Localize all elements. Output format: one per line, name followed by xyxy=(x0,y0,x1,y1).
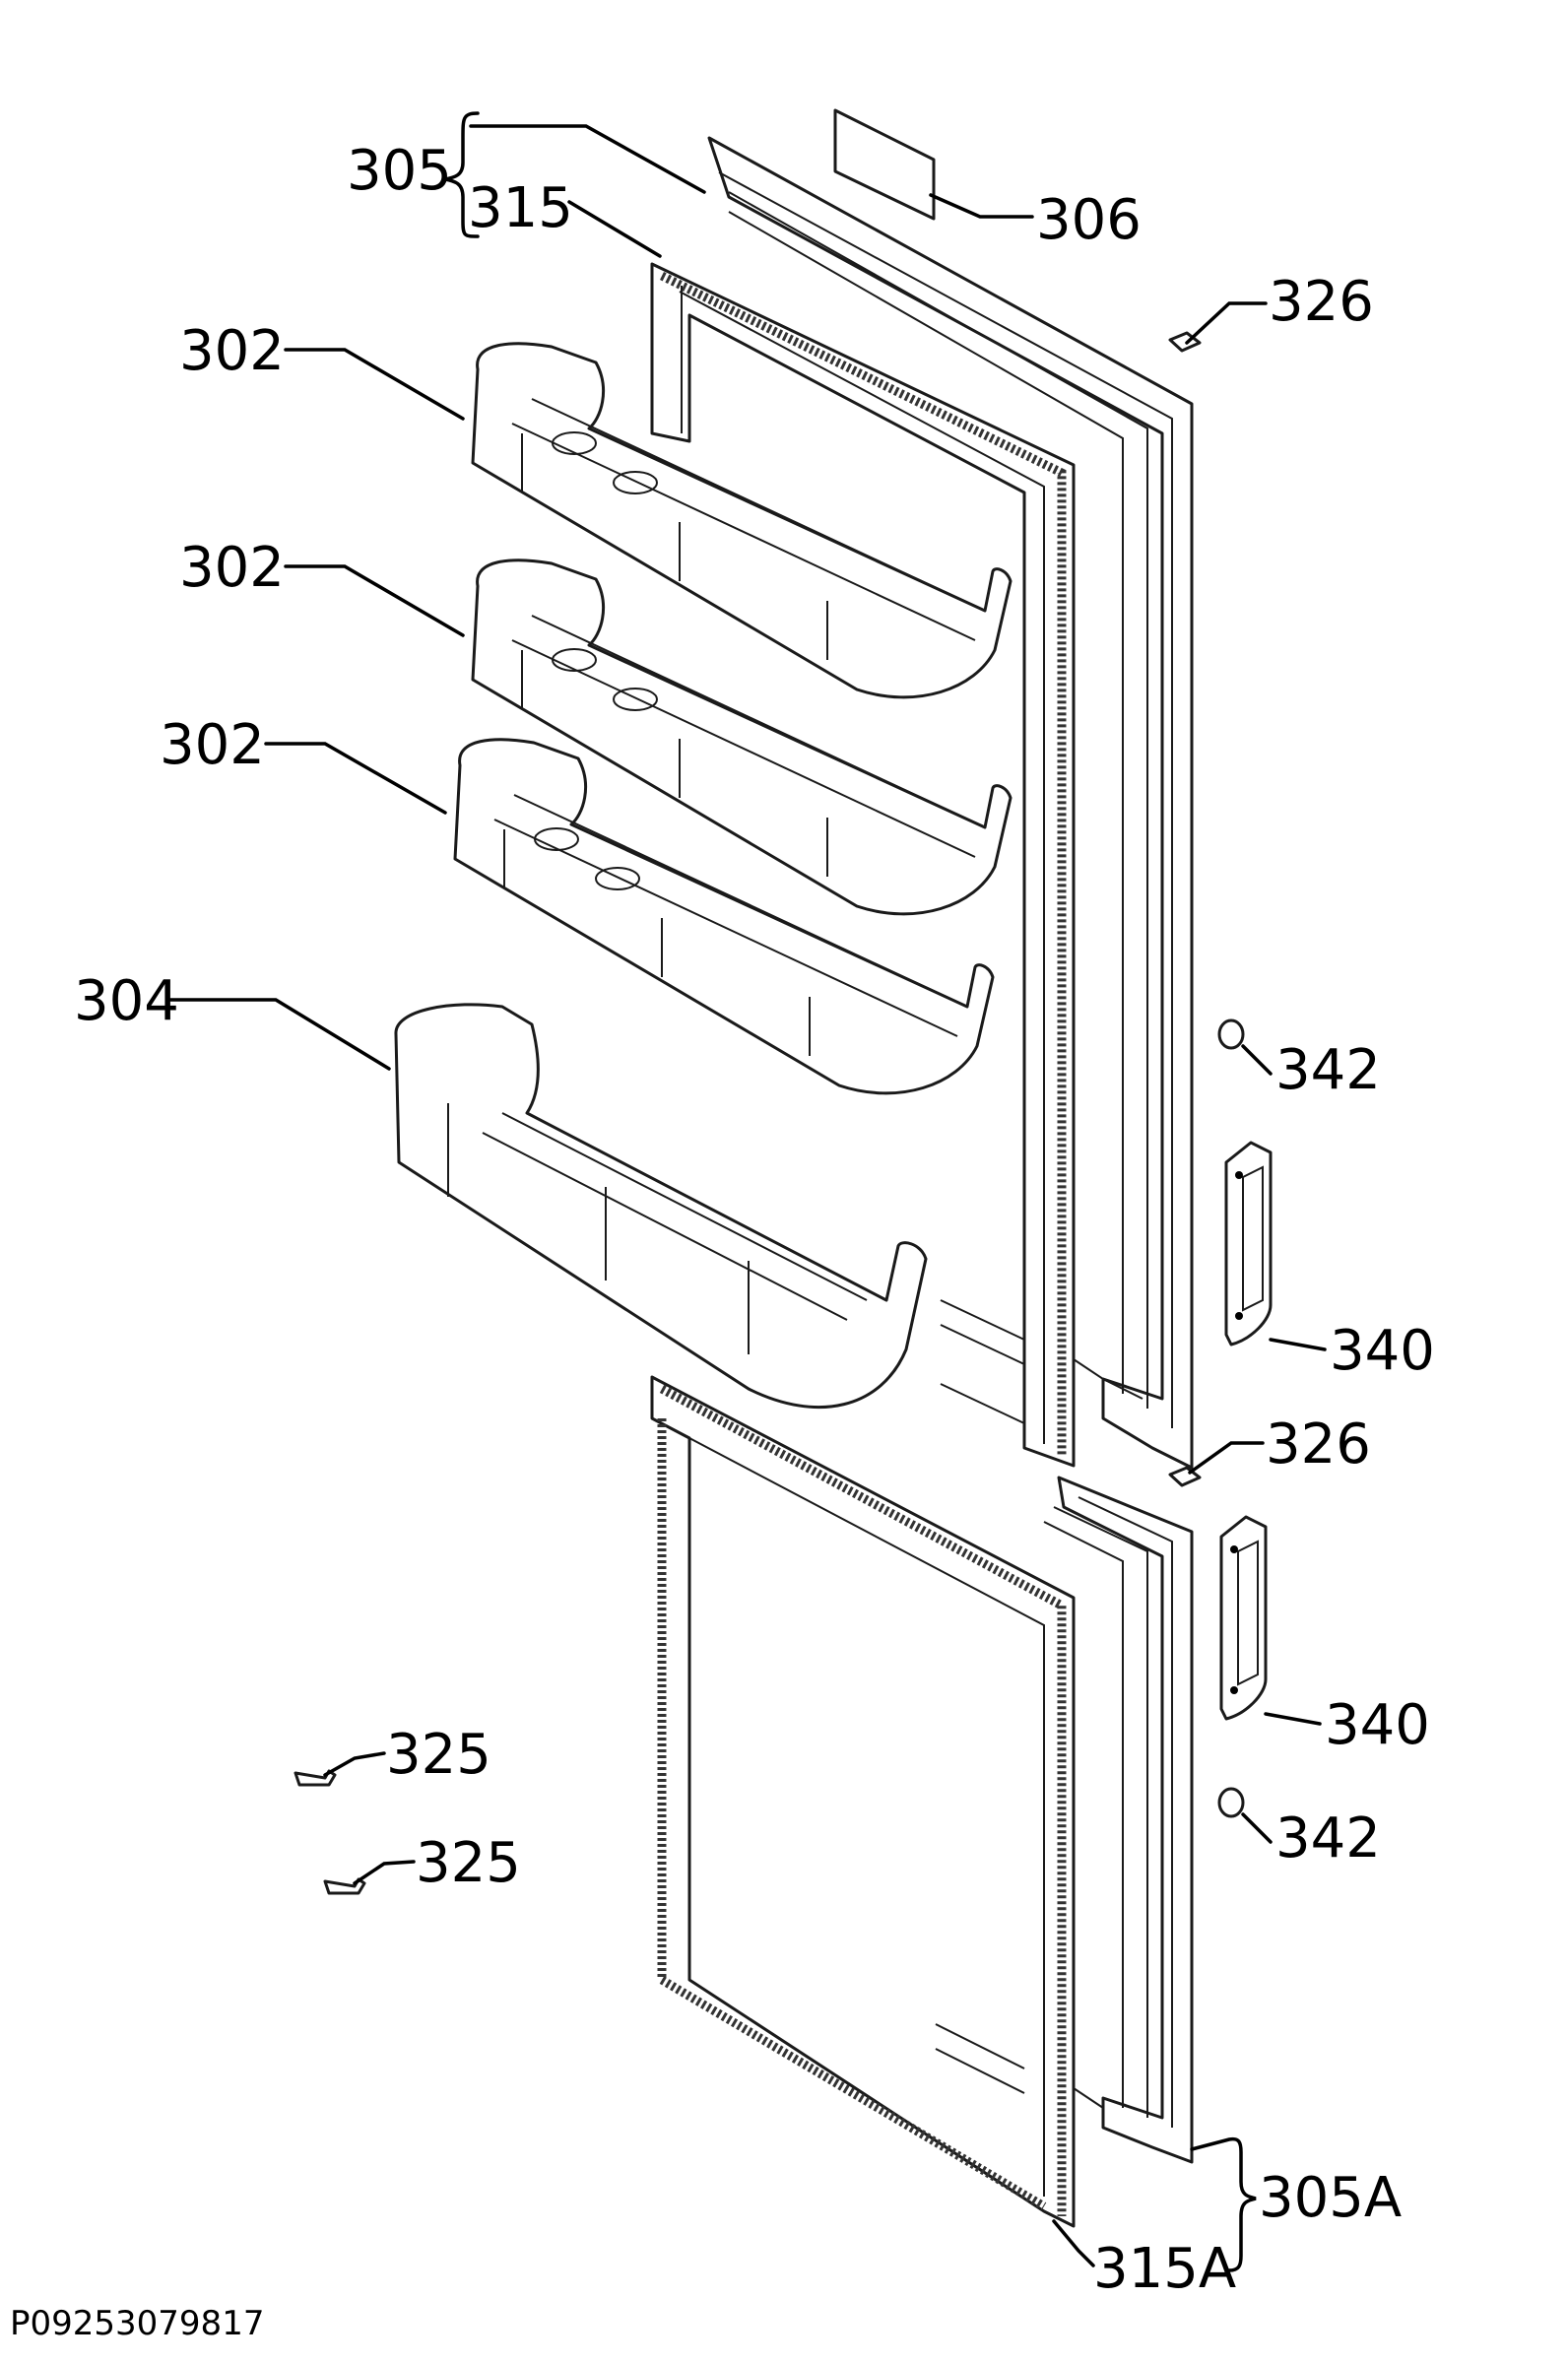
label-325-bottom: 325 xyxy=(416,1831,521,1895)
label-315A: 315A xyxy=(1093,2237,1236,2301)
lower-door-panel xyxy=(1043,1476,1194,2164)
upper-door-gasket xyxy=(650,262,1076,1468)
drawing-reference-code: P09253079817 xyxy=(10,2304,264,2343)
door-bin-302-top xyxy=(471,342,1013,699)
label-306: 306 xyxy=(1036,188,1142,252)
door-bin-302-bottom xyxy=(453,738,995,1095)
handle-bracket-340-top xyxy=(1224,1141,1273,1346)
cap-342-top xyxy=(1217,1018,1245,1050)
handle-bracket-340-bottom xyxy=(1219,1515,1268,1721)
label-326-top: 326 xyxy=(1269,270,1374,334)
label-325-top: 325 xyxy=(386,1723,491,1787)
cap-342-bottom xyxy=(1217,1787,1245,1818)
door-bin-304 xyxy=(394,1003,928,1410)
label-315: 315 xyxy=(468,176,573,240)
label-302-top: 302 xyxy=(179,319,285,383)
screw-325-top xyxy=(294,1769,337,1787)
label-302-middle: 302 xyxy=(179,536,285,600)
part-labels: 305 315 306 326 302 302 302 304 342 340 … xyxy=(74,139,1435,2301)
label-304: 304 xyxy=(74,969,179,1033)
label-340-bottom: 340 xyxy=(1325,1693,1430,1757)
door-bin-302-middle xyxy=(471,558,1013,916)
label-342-bottom: 342 xyxy=(1275,1806,1381,1871)
upper-door-panel xyxy=(707,136,1194,1470)
label-plate xyxy=(833,108,936,221)
label-342-top: 342 xyxy=(1275,1038,1381,1102)
label-340-top: 340 xyxy=(1330,1319,1435,1383)
label-302-bottom: 302 xyxy=(160,713,265,777)
label-326-middle: 326 xyxy=(1266,1412,1371,1477)
leader-lines xyxy=(165,111,1327,2272)
label-305A: 305A xyxy=(1259,2166,1402,2230)
lower-door-gasket xyxy=(650,1375,1076,2228)
screw-325-bottom xyxy=(323,1877,366,1895)
label-305: 305 xyxy=(347,139,452,203)
